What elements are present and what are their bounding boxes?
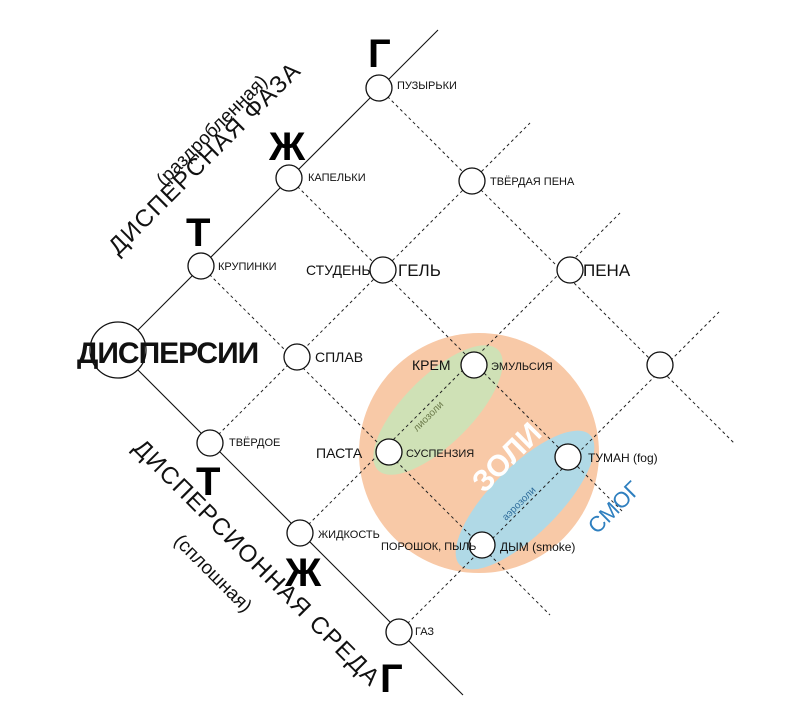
medium-letter-liquid: Ж <box>284 551 322 595</box>
label-splav: СПЛАВ <box>315 349 363 365</box>
node-empty <box>646 351 674 379</box>
label-gaz: ГАЗ <box>415 626 434 638</box>
phase-axis-subtitle: (раздробленная) <box>153 71 272 190</box>
label-poroshok: ПОРОШОК, ПЫЛЬ <box>381 541 476 553</box>
label-gel: ГЕЛЬ <box>398 261 441 280</box>
node-kapelki <box>275 164 303 192</box>
grid-line <box>200 265 551 616</box>
label-puzyrki: ПУЗЫРЬКИ <box>397 80 457 92</box>
phase-letter-gas: Г <box>368 32 391 76</box>
node-suspenziya <box>375 438 403 466</box>
label-emulsiya: ЭМУЛЬСИЯ <box>491 361 553 373</box>
node-pena <box>556 256 584 284</box>
label-dym: ДЫМ (smoke) <box>500 540 575 554</box>
node-krupinki <box>187 252 215 280</box>
phase-letter-liquid: Ж <box>268 125 306 169</box>
node-tverdoe <box>196 429 224 457</box>
node-dym <box>468 531 496 559</box>
label-tverdaya-pena: ТВЁРДАЯ ПЕНА <box>490 176 575 188</box>
phase-letter-solid: Т <box>186 211 210 255</box>
node-center <box>89 321 147 379</box>
label-studen: СТУДЕНЬ <box>306 262 371 278</box>
node-tverdaya-pena <box>458 167 486 195</box>
medium-axis-title: ДИСПЕРСИОННАЯ СРЕДА <box>128 434 386 692</box>
label-zhidkost: ЖИДКОСТЬ <box>318 529 380 541</box>
label-krem: КРЕМ <box>412 357 451 373</box>
label-suspenziya: СУСПЕНЗИЯ <box>406 448 474 460</box>
label-krupinki: КРУПИНКИ <box>218 261 277 273</box>
node-zhidkost <box>286 519 314 547</box>
node-emulsiya <box>460 351 488 379</box>
node-gel <box>369 256 397 284</box>
center-label: ДИСПЕРСИИ <box>77 337 258 370</box>
medium-letter-solid: Т <box>196 460 220 504</box>
node-gaz <box>385 618 413 646</box>
label-tverdoe: ТВЁРДОЕ <box>229 437 280 449</box>
label-pasta: ПАСТА <box>316 445 363 461</box>
nodes <box>89 74 674 646</box>
node-splav <box>283 343 311 371</box>
node-tuman <box>554 443 582 471</box>
medium-letter-gas: Г <box>380 657 403 701</box>
label-tuman: ТУМАН (fog) <box>588 451 658 465</box>
label-kapelki: КАПЕЛЬКИ <box>308 172 366 184</box>
label-pena: ПЕНА <box>583 261 631 280</box>
node-puzyrki <box>365 74 393 102</box>
